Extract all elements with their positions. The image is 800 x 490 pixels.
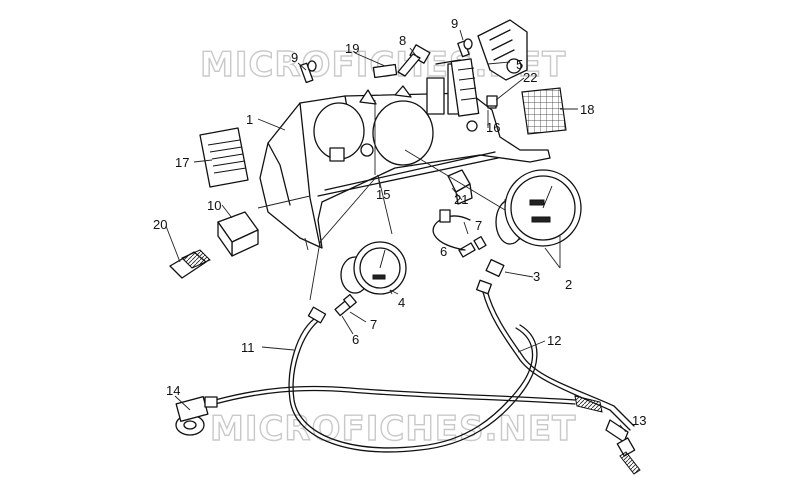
callout-18: 18: [580, 102, 594, 117]
speedo-cable: [288, 306, 538, 453]
assembly-line-relay: [257, 195, 311, 209]
callout-20: 20: [153, 217, 167, 232]
bulb-holder: [486, 95, 498, 107]
connector: [169, 249, 211, 279]
drive-unit: [175, 396, 218, 436]
assembly-line-left: [309, 174, 379, 301]
callout-16: 16: [486, 120, 500, 135]
callout-4: 4: [398, 295, 405, 310]
callout-13: 13: [632, 413, 646, 428]
callout-17: 17: [175, 155, 189, 170]
cable-fitting: [485, 258, 505, 278]
lower-cable: [214, 385, 603, 413]
callout-5: 5: [516, 57, 523, 72]
bulb-top-right: [457, 38, 473, 58]
callout-6b: 6: [352, 332, 359, 347]
callout-7a: 7: [475, 218, 482, 233]
callout-8: 8: [399, 33, 406, 48]
callout-9a: 9: [291, 50, 298, 65]
key-switch: [397, 44, 431, 77]
bulb-holder-right: [432, 209, 487, 258]
relay: [217, 211, 259, 257]
watermark-bottom: MICROFICHES.NET: [210, 409, 576, 449]
assembly-line-right: [404, 149, 506, 211]
callout-7b: 7: [370, 317, 377, 332]
switch-panel: [477, 19, 528, 81]
manual-booklet: [199, 127, 249, 188]
leader-lines: [165, 29, 627, 433]
small-instrument: [340, 241, 407, 295]
callout-15: 15: [376, 187, 390, 202]
tacho-cable: [476, 279, 635, 431]
callout-9b: 9: [451, 16, 458, 31]
callout-11: 11: [241, 340, 255, 355]
callout-2: 2: [565, 277, 572, 292]
indicator-block: [450, 58, 480, 117]
assembly-line-center: [377, 174, 393, 235]
callout-12: 12: [547, 333, 561, 348]
callouts: 1 2 3 4 5 6 6 7 7 8 9 9 10 11 12 13 14 1…: [153, 16, 646, 428]
callout-6a: 6: [440, 244, 447, 259]
label-plate: [521, 87, 567, 135]
callout-3: 3: [533, 269, 540, 284]
right-instrument: [495, 169, 582, 268]
callout-14: 14: [166, 383, 180, 398]
bracket: [447, 169, 473, 205]
cable-end: [605, 419, 641, 475]
callout-19: 19: [345, 41, 359, 56]
small-plate: [372, 63, 398, 79]
callout-22: 22: [523, 70, 537, 85]
callout-10: 10: [207, 198, 221, 213]
bulb-holder-small: [334, 293, 357, 317]
callout-21: 21: [454, 192, 468, 207]
callout-1: 1: [246, 112, 253, 127]
